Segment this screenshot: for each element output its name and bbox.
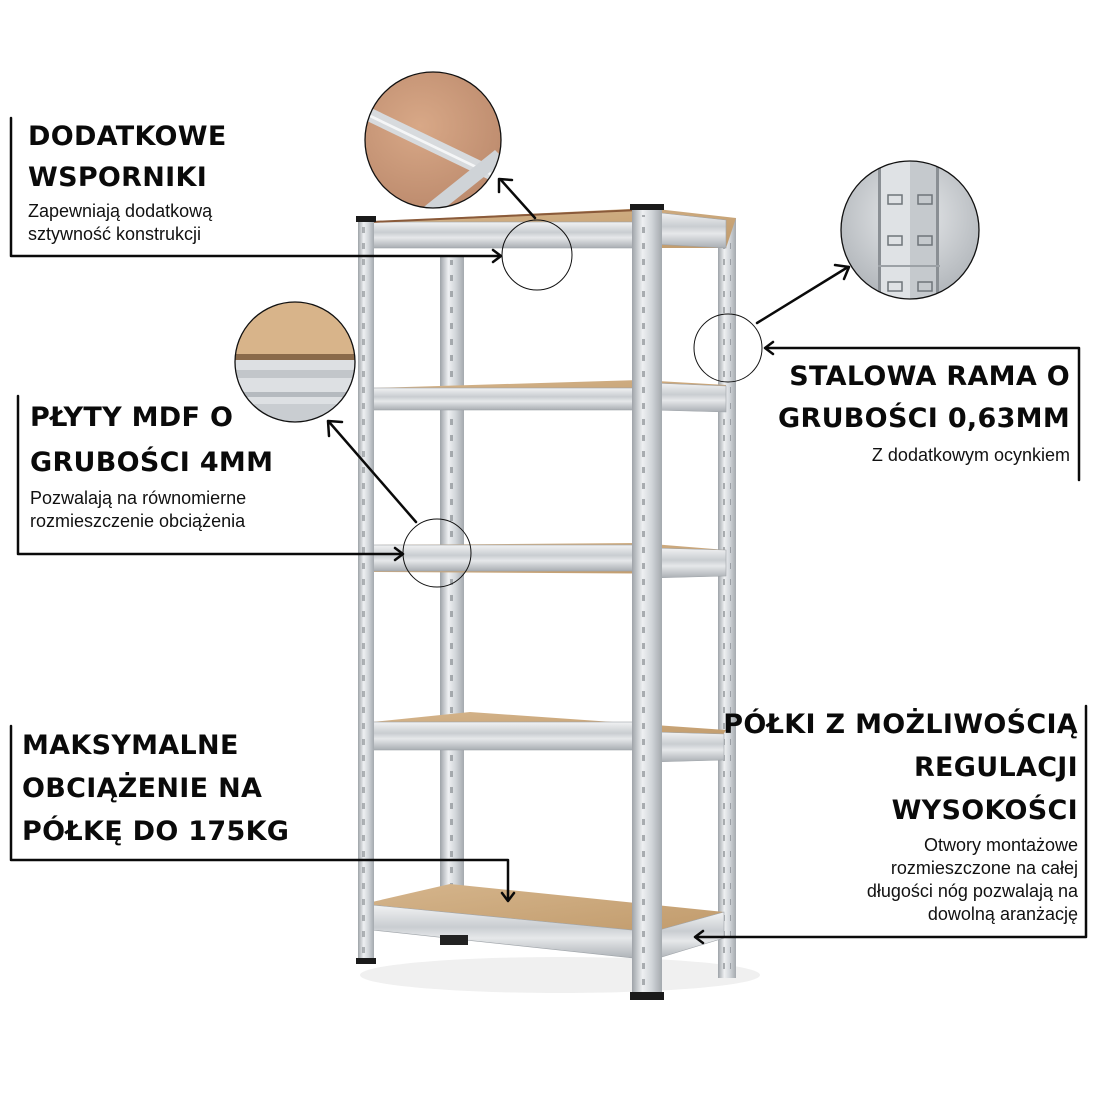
title-line: PŁYTY MDF O [30,402,234,433]
desc-line: rozmieszczone na całej [890,858,1078,878]
title-line: DODATKOWE [28,121,227,152]
shelf-5 [371,884,725,961]
callout-description: Otwory montażowe rozmieszczone na całej … [723,834,1078,926]
callout-steel-frame: STALOWA RAMA O GRUBOŚCI 0,63MM Z dodatko… [778,356,1070,467]
callout-description: Pozwalają na równomierne rozmieszczenie … [30,487,273,533]
callout-title: PŁYTY MDF O GRUBOŚCI 4MM [30,395,273,485]
desc-line: długości nóg pozwalają na [866,881,1078,901]
callout-title: MAKSYMALNE OBCIĄŻENIE NA PÓŁKĘ DO 175KG [22,724,289,853]
callout-mdf-boards: PŁYTY MDF O GRUBOŚCI 4MM Pozwalają na ró… [30,395,273,533]
callout-title: STALOWA RAMA O GRUBOŚCI 0,63MM [778,356,1070,440]
shelf-3 [371,543,727,579]
back-left-post [440,255,464,945]
title-line: REGULACJI [913,752,1078,783]
target-circle-frame [693,313,763,383]
callout-additional-supports: DODATKOWE WSPORNIKI Zapewniają dodatkową… [28,116,227,246]
callout-description: Z dodatkowym ocynkiem [778,444,1070,467]
title-line: PÓŁKĘ DO 175KG [22,816,290,847]
title-line: GRUBOŚCI 0,63MM [778,403,1070,434]
shelf-2 [371,380,727,413]
desc-line: sztywność konstrukcji [28,224,202,244]
desc-line: rozmieszczenie obciążenia [30,511,246,531]
title-line: GRUBOŚCI 4MM [30,447,274,478]
shelf-4 [371,712,726,763]
title-line: PÓŁKI Z MOŻLIWOŚCIĄ [723,709,1078,740]
zoom-circle-frame [841,161,979,299]
front-left-post [356,216,376,964]
shelf-1 [362,208,736,249]
callout-max-load: MAKSYMALNE OBCIĄŻENIE NA PÓŁKĘ DO 175KG [22,724,289,853]
target-circle-supports [501,219,573,291]
title-line: OBCIĄŻENIE NA [22,773,263,804]
desc-line: Zapewniają dodatkową [28,201,213,221]
callout-adjustable-shelves: PÓŁKI Z MOŻLIWOŚCIĄ REGULACJI WYSOKOŚCI … [723,703,1078,926]
callout-description: Zapewniają dodatkową sztywność konstrukc… [28,200,227,246]
callout-title: PÓŁKI Z MOŻLIWOŚCIĄ REGULACJI WYSOKOŚCI [723,703,1078,832]
title-line: STALOWA RAMA O [789,361,1070,392]
title-line: WYSOKOŚCI [891,795,1078,826]
leader-lines [9,116,1088,945]
zoom-circle-supports [365,72,501,208]
desc-line: Z dodatkowym ocynkiem [871,445,1070,465]
desc-line: Pozwalają na równomierne [30,488,247,508]
desc-line: Otwory montażowe [923,835,1078,855]
callout-title: DODATKOWE WSPORNIKI [28,116,227,198]
title-line: WSPORNIKI [28,162,208,193]
title-line: MAKSYMALNE [22,730,239,761]
front-right-post [630,204,664,1000]
desc-line: dowolną aranżację [927,904,1078,924]
